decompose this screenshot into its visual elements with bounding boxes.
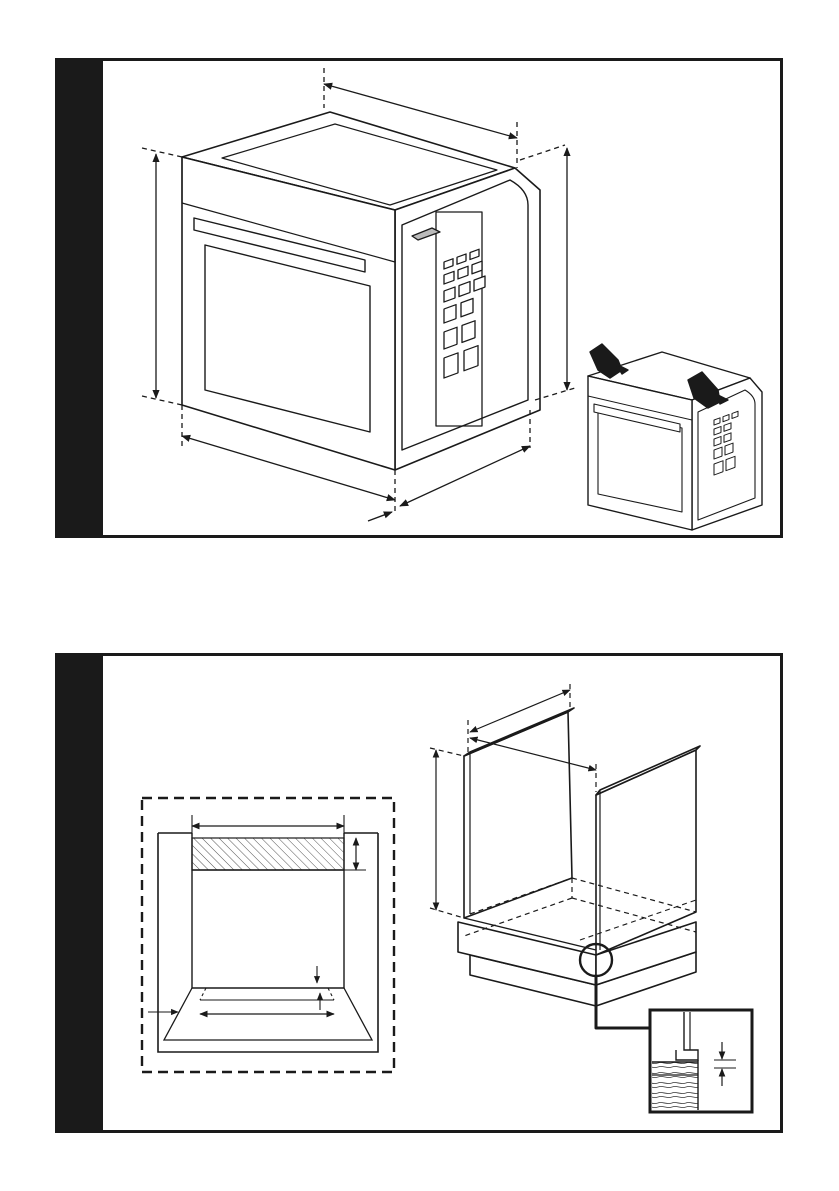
cabinet-perspective bbox=[458, 708, 700, 1028]
cabinet-right-panel bbox=[596, 750, 696, 955]
niche-front-view bbox=[142, 798, 394, 1072]
oven-small-lifting bbox=[588, 344, 762, 530]
oven-front bbox=[182, 157, 395, 470]
cabinet-left-panel bbox=[464, 712, 572, 918]
detail-inset bbox=[650, 1010, 752, 1112]
oven-large bbox=[182, 112, 540, 470]
hatched-area bbox=[192, 838, 344, 870]
